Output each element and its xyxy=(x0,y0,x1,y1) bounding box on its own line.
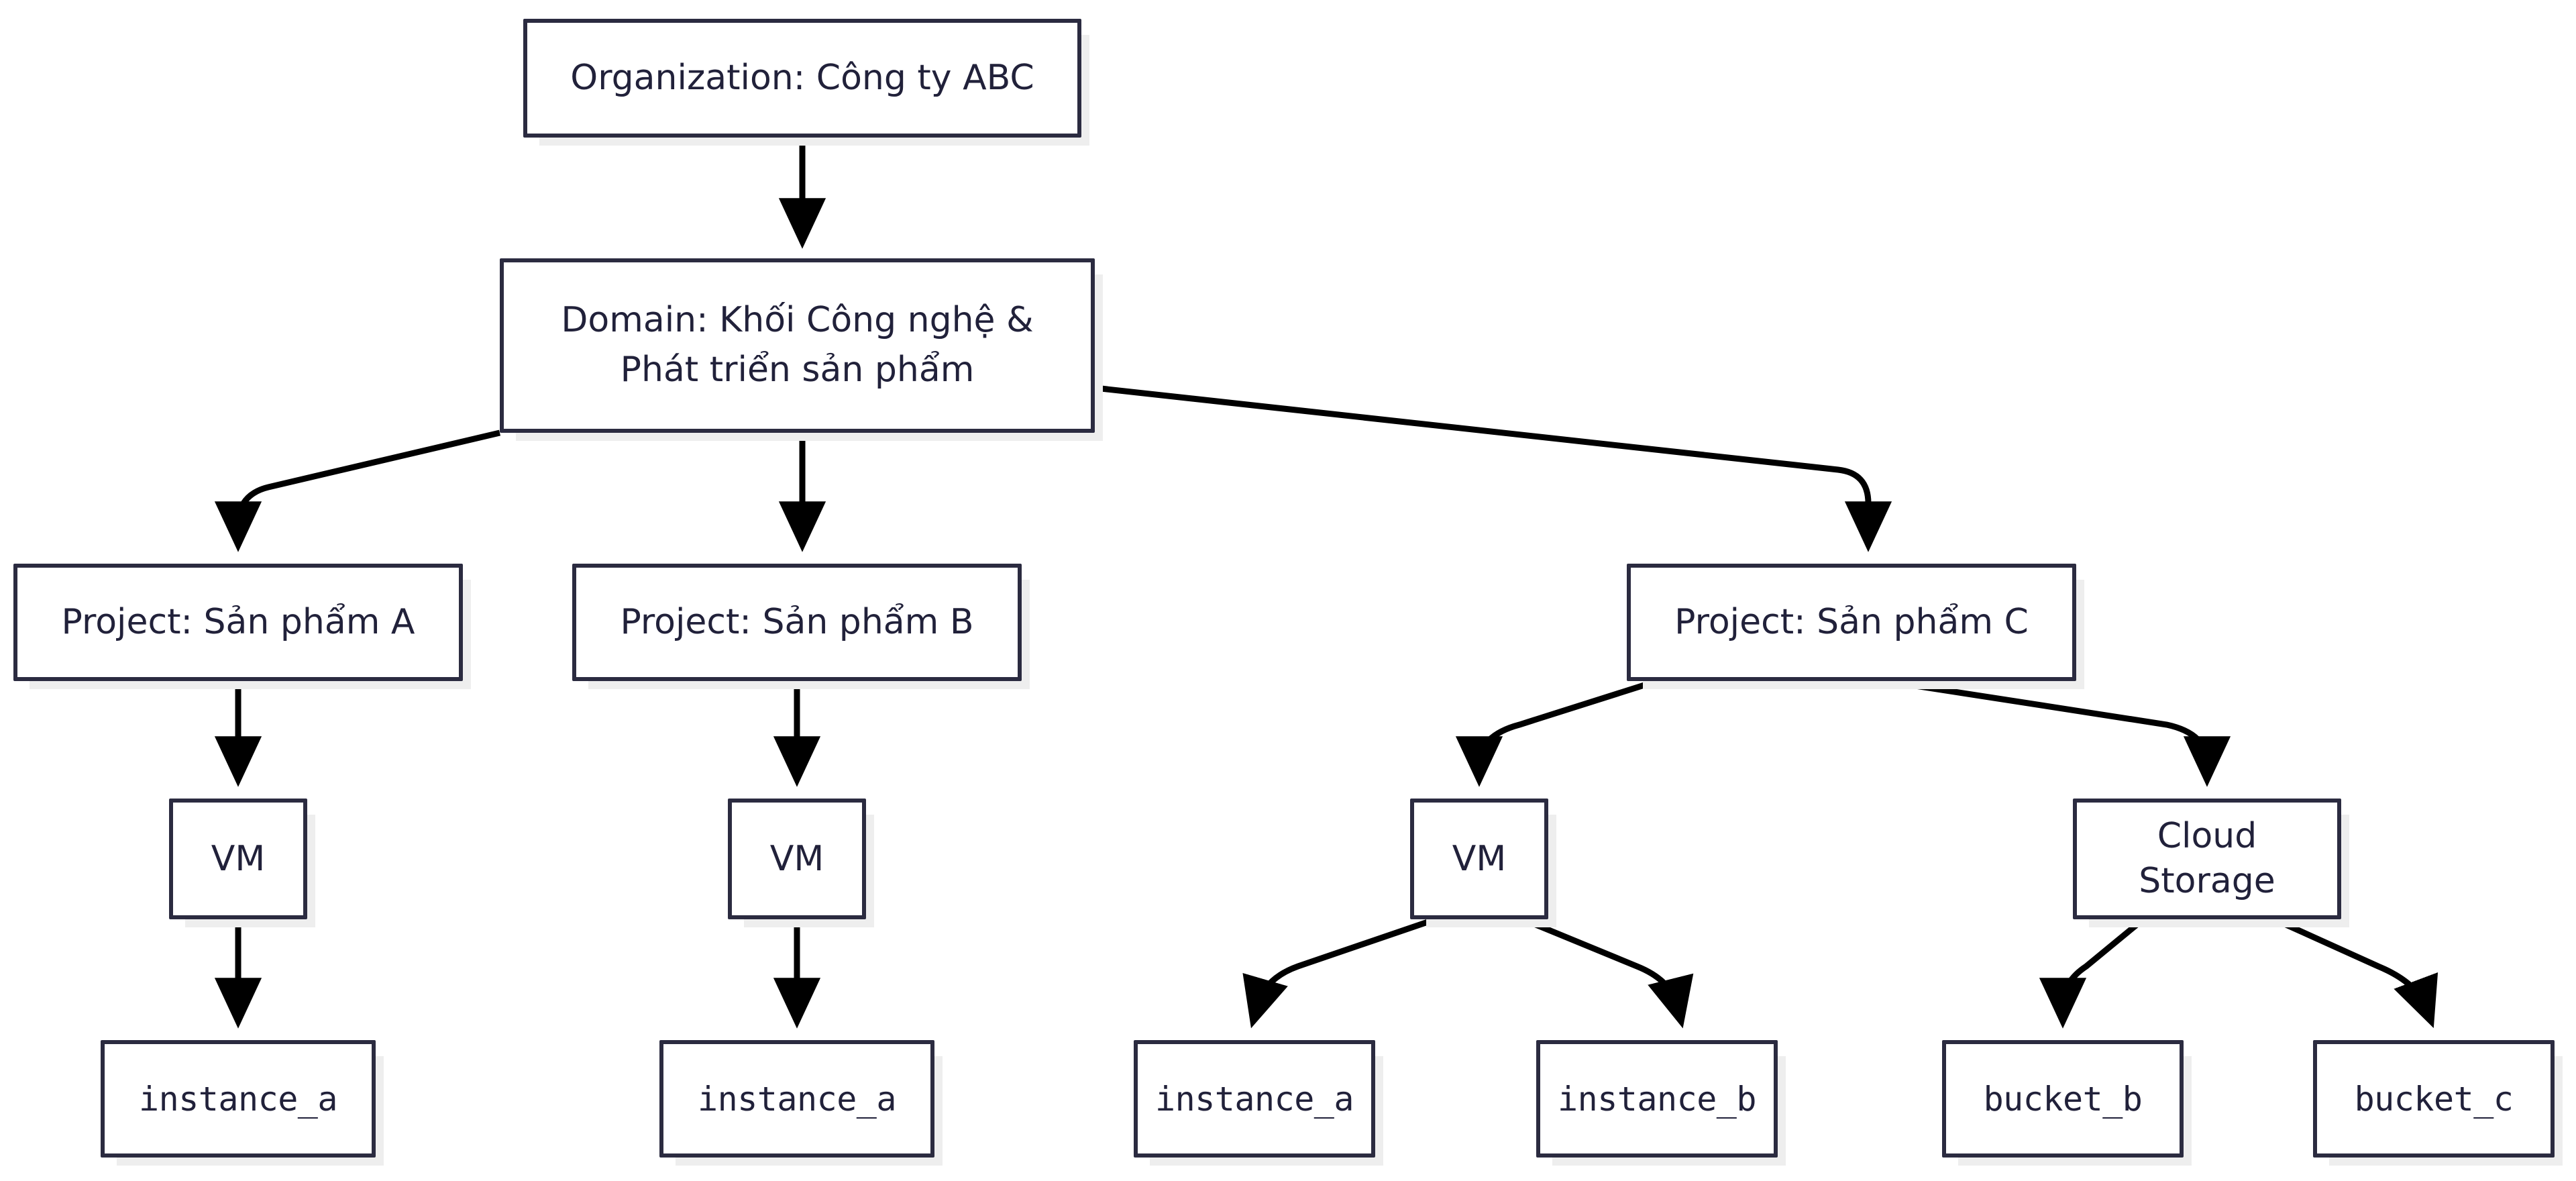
node-vm-a[interactable]: VM xyxy=(169,799,307,919)
node-project-a[interactable]: Project: Sản phẩm A xyxy=(13,564,463,681)
node-cloud-storage[interactable]: Cloud Storage xyxy=(2073,799,2341,919)
node-bucket-b[interactable]: bucket_b xyxy=(1942,1040,2184,1158)
node-instance-b-3[interactable]: instance_b xyxy=(1536,1040,1778,1158)
node-organization-label: Organization: Công ty ABC xyxy=(570,58,1034,99)
node-vm-c-label: VM xyxy=(1452,838,1507,879)
node-instance-a-3-label: instance_a xyxy=(1155,1079,1354,1119)
node-instance-a-3[interactable]: instance_a xyxy=(1134,1040,1375,1158)
edge-vm-c-instance-b xyxy=(1521,916,1694,1029)
node-instance-a-1[interactable]: instance_a xyxy=(101,1040,376,1158)
node-cloud-storage-label: Cloud Storage xyxy=(2139,816,2275,901)
node-domain[interactable]: Domain: Khối Công nghệ & Phát triển sản … xyxy=(500,258,1095,433)
edge-project-c-vm xyxy=(1455,678,1658,787)
node-organization[interactable]: Organization: Công ty ABC xyxy=(523,19,1081,138)
node-project-a-label: Project: Sản phẩm A xyxy=(61,602,415,643)
node-project-b[interactable]: Project: Sản phẩm B xyxy=(572,564,1022,681)
node-instance-b-3-label: instance_b xyxy=(1557,1079,1757,1119)
edge-cloud-storage-bucket-c xyxy=(2273,916,2438,1029)
node-vm-b[interactable]: VM xyxy=(728,799,866,919)
node-bucket-c-label: bucket_c xyxy=(2354,1079,2514,1119)
edge-domain-project-a xyxy=(214,429,501,552)
node-project-c[interactable]: Project: Sản phẩm C xyxy=(1627,564,2076,681)
node-instance-a-2[interactable]: instance_a xyxy=(659,1040,934,1158)
node-project-b-label: Project: Sản phẩm B xyxy=(620,602,974,643)
node-domain-label: Domain: Khối Công nghệ & Phát triển sản … xyxy=(561,300,1034,390)
edge-vm-c-instance-a xyxy=(1242,916,1437,1029)
edge-domain-project-c xyxy=(1094,384,1892,552)
node-vm-c[interactable]: VM xyxy=(1410,799,1548,919)
node-project-c-label: Project: Sản phẩm C xyxy=(1674,602,2029,643)
edge-cloud-storage-bucket-b xyxy=(2039,917,2145,1029)
node-instance-a-2-label: instance_a xyxy=(697,1079,897,1119)
node-bucket-b-label: bucket_b xyxy=(1983,1079,2143,1119)
node-instance-a-1-label: instance_a xyxy=(138,1079,338,1119)
node-vm-a-label: VM xyxy=(211,838,266,879)
edge-project-c-cloud-storage xyxy=(1884,678,2231,787)
node-bucket-c[interactable]: bucket_c xyxy=(2313,1040,2555,1158)
node-vm-b-label: VM xyxy=(769,838,824,879)
